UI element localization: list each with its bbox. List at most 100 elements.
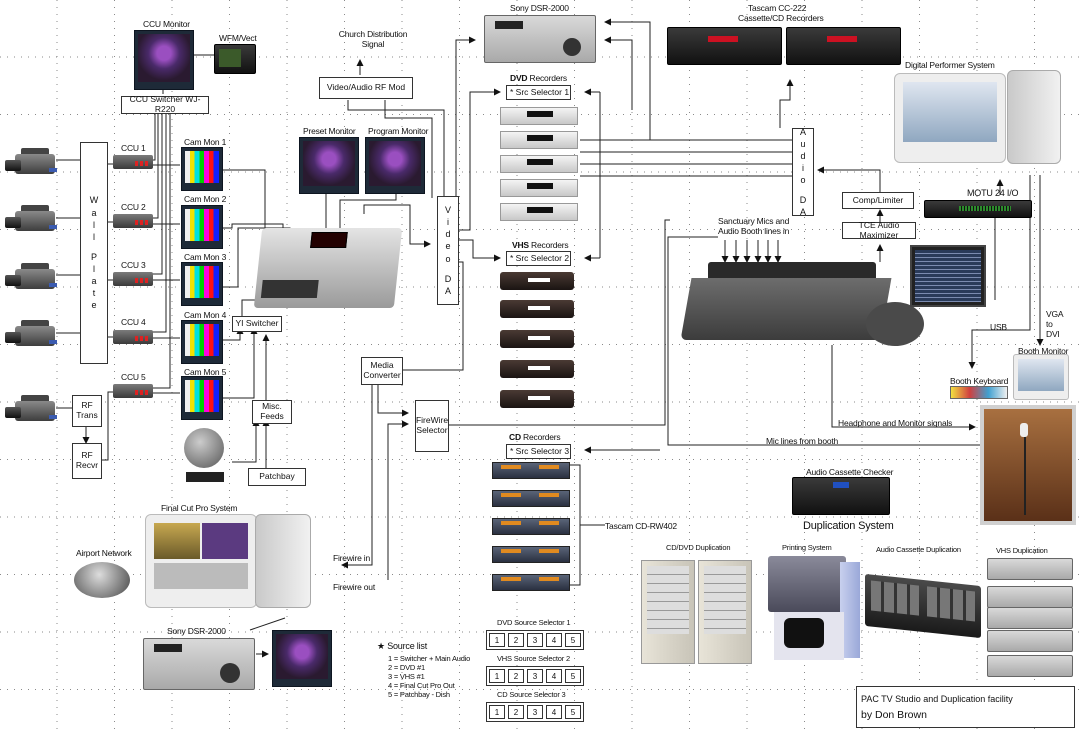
cd-dvd-duplicator-tower-2 [698,560,752,664]
digital-performer-display [894,73,1006,163]
vertical-letter: e [445,241,451,252]
dvd-recorder [500,179,578,197]
source-selector-button[interactable]: 1 [489,705,505,719]
ccu-4-label: CCU 4 [121,317,146,327]
cam-mon-1-label: Cam Mon 1 [184,137,227,147]
firewire-selector-box: FireWire Selector [415,400,449,452]
duplication-system-title: Duplication System [803,520,894,532]
vertical-letter: d [800,150,806,161]
dvd-recorder [500,107,578,125]
dvd-title-rest: Recorders [527,73,568,83]
ccu-1 [113,155,153,169]
motu-24io [924,200,1032,218]
mixer-display [910,245,986,307]
source-selector-button[interactable]: 2 [508,669,524,683]
video-switcher [253,228,403,308]
sony-dsr-bottom-label: Sony DSR-2000 [167,626,226,636]
src-selector-1: * Src Selector 1 [506,85,571,100]
source-selector-button[interactable]: 1 [489,633,505,647]
booth-keyboard [950,386,1008,399]
dvi-text: DVI [1046,328,1060,339]
source-list-item: 1 = Switcher + Main Audio [388,654,471,663]
digital-performer-label: Digital Performer System [905,60,995,70]
final-cut-display [145,514,257,608]
tce-maximizer-box: TCE Audio Maximizer [842,220,916,239]
booth-monitor [1013,354,1069,400]
camera-2 [5,205,61,235]
vhs-title-bold: VHS [512,240,529,250]
cam-mon-4-label: Cam Mon 4 [184,310,227,320]
source-selector-button[interactable]: 1 [489,669,505,683]
vhs-recorder [500,272,574,290]
source-selector-button[interactable]: 3 [527,705,543,719]
vga-dvi-label: VGA to DVI [1046,309,1064,339]
tascam-cdrw-label: Tascam CD-RW402 [605,521,677,531]
vhs-recorder [500,360,574,378]
sanctuary-mics-label: Sanctuary Mics and Audio Booth lines in [718,216,789,236]
mac-g4-tower [1007,70,1061,164]
vhs-recorder [500,300,574,318]
cd-title-bold: CD [509,432,521,442]
cam-monitor-2 [181,205,223,249]
source-list-title: ★ Source list [377,641,427,652]
vertical-letter: D [799,195,807,206]
dvd-recorder [500,131,578,149]
source-selector-button[interactable]: 4 [546,669,562,683]
sanctuary-mics-line2: Audio Booth lines in [718,226,790,236]
patchbay-box: Patchbay [248,468,306,486]
source-list-item: 3 = VHS #1 [388,672,425,681]
src-selector-3: * Src Selector 3 [506,444,571,459]
vertical-letter: o [445,253,451,264]
satellite-dish [180,428,230,488]
vhs-title-rest: Recorders [528,240,569,250]
source-selector-button[interactable]: 4 [546,705,562,719]
media-converter-box: Media Converter [361,357,403,385]
source-list-item: 5 = Patchbay - Dish [388,690,450,699]
tascam-cdrw402 [492,462,570,479]
vertical-letter: l [93,219,95,230]
source-selector-button[interactable]: 2 [508,633,524,647]
printing-system-label: Printing System [782,543,832,552]
source-selector-button[interactable]: 4 [546,633,562,647]
dvd-recorder [500,155,578,173]
mixing-console [680,262,926,347]
booth-monitor-label: Booth Monitor [1018,346,1069,356]
vhs-recorder [500,390,574,408]
vertical-letter: W [89,195,99,206]
to-text: to [1046,318,1053,329]
dvd-title-bold: DVD [510,73,528,83]
firewire-out-label: Firewire out [333,582,376,592]
camera-1 [5,148,61,178]
usb-label: USB [990,322,1007,332]
source-selector-button[interactable]: 5 [565,705,581,719]
misc-feeds-box: Misc. Feeds [252,400,292,424]
vertical-letter: V [444,205,451,215]
cassette-checker-label: Audio Cassette Checker [806,467,894,477]
camera-5 [5,395,61,425]
source-selector-button[interactable]: 5 [565,669,581,683]
comp-limiter-box: Comp/Limiter [842,192,914,209]
program-monitor-label: Program Monitor [368,126,429,136]
cd-dvd-duplication-label: CD/DVD Duplication [666,543,731,552]
disc-printing-system [768,556,864,666]
source-selector-button[interactable]: 3 [527,669,543,683]
program-monitor [365,137,425,194]
star-icon: ★ [377,641,385,651]
source-selector-button[interactable]: 3 [527,633,543,647]
vertical-letter: e [91,300,97,311]
ccu-4 [113,330,153,344]
sony-dsr-2000-deck [484,15,596,63]
source-selector-button[interactable]: 5 [565,633,581,647]
dsr-output-monitor [272,630,332,687]
title-box-line2: by Don Brown [861,709,927,721]
source-list-item: 4 = Final Cut Pro Out [388,681,455,690]
cam-monitor-3 [181,262,223,306]
vocal-booth-photo [980,405,1076,525]
source-selector-button[interactable]: 2 [508,705,524,719]
title-box: PAC TV Studio and Duplication facility b… [856,686,1075,728]
tascam-cc222-label: Tascam CC-222 [748,3,807,13]
vhs-duplicator-deck [987,607,1073,629]
sony-dsr-2000-bottom-deck [143,638,255,690]
ccu-3-label: CCU 3 [121,260,146,270]
